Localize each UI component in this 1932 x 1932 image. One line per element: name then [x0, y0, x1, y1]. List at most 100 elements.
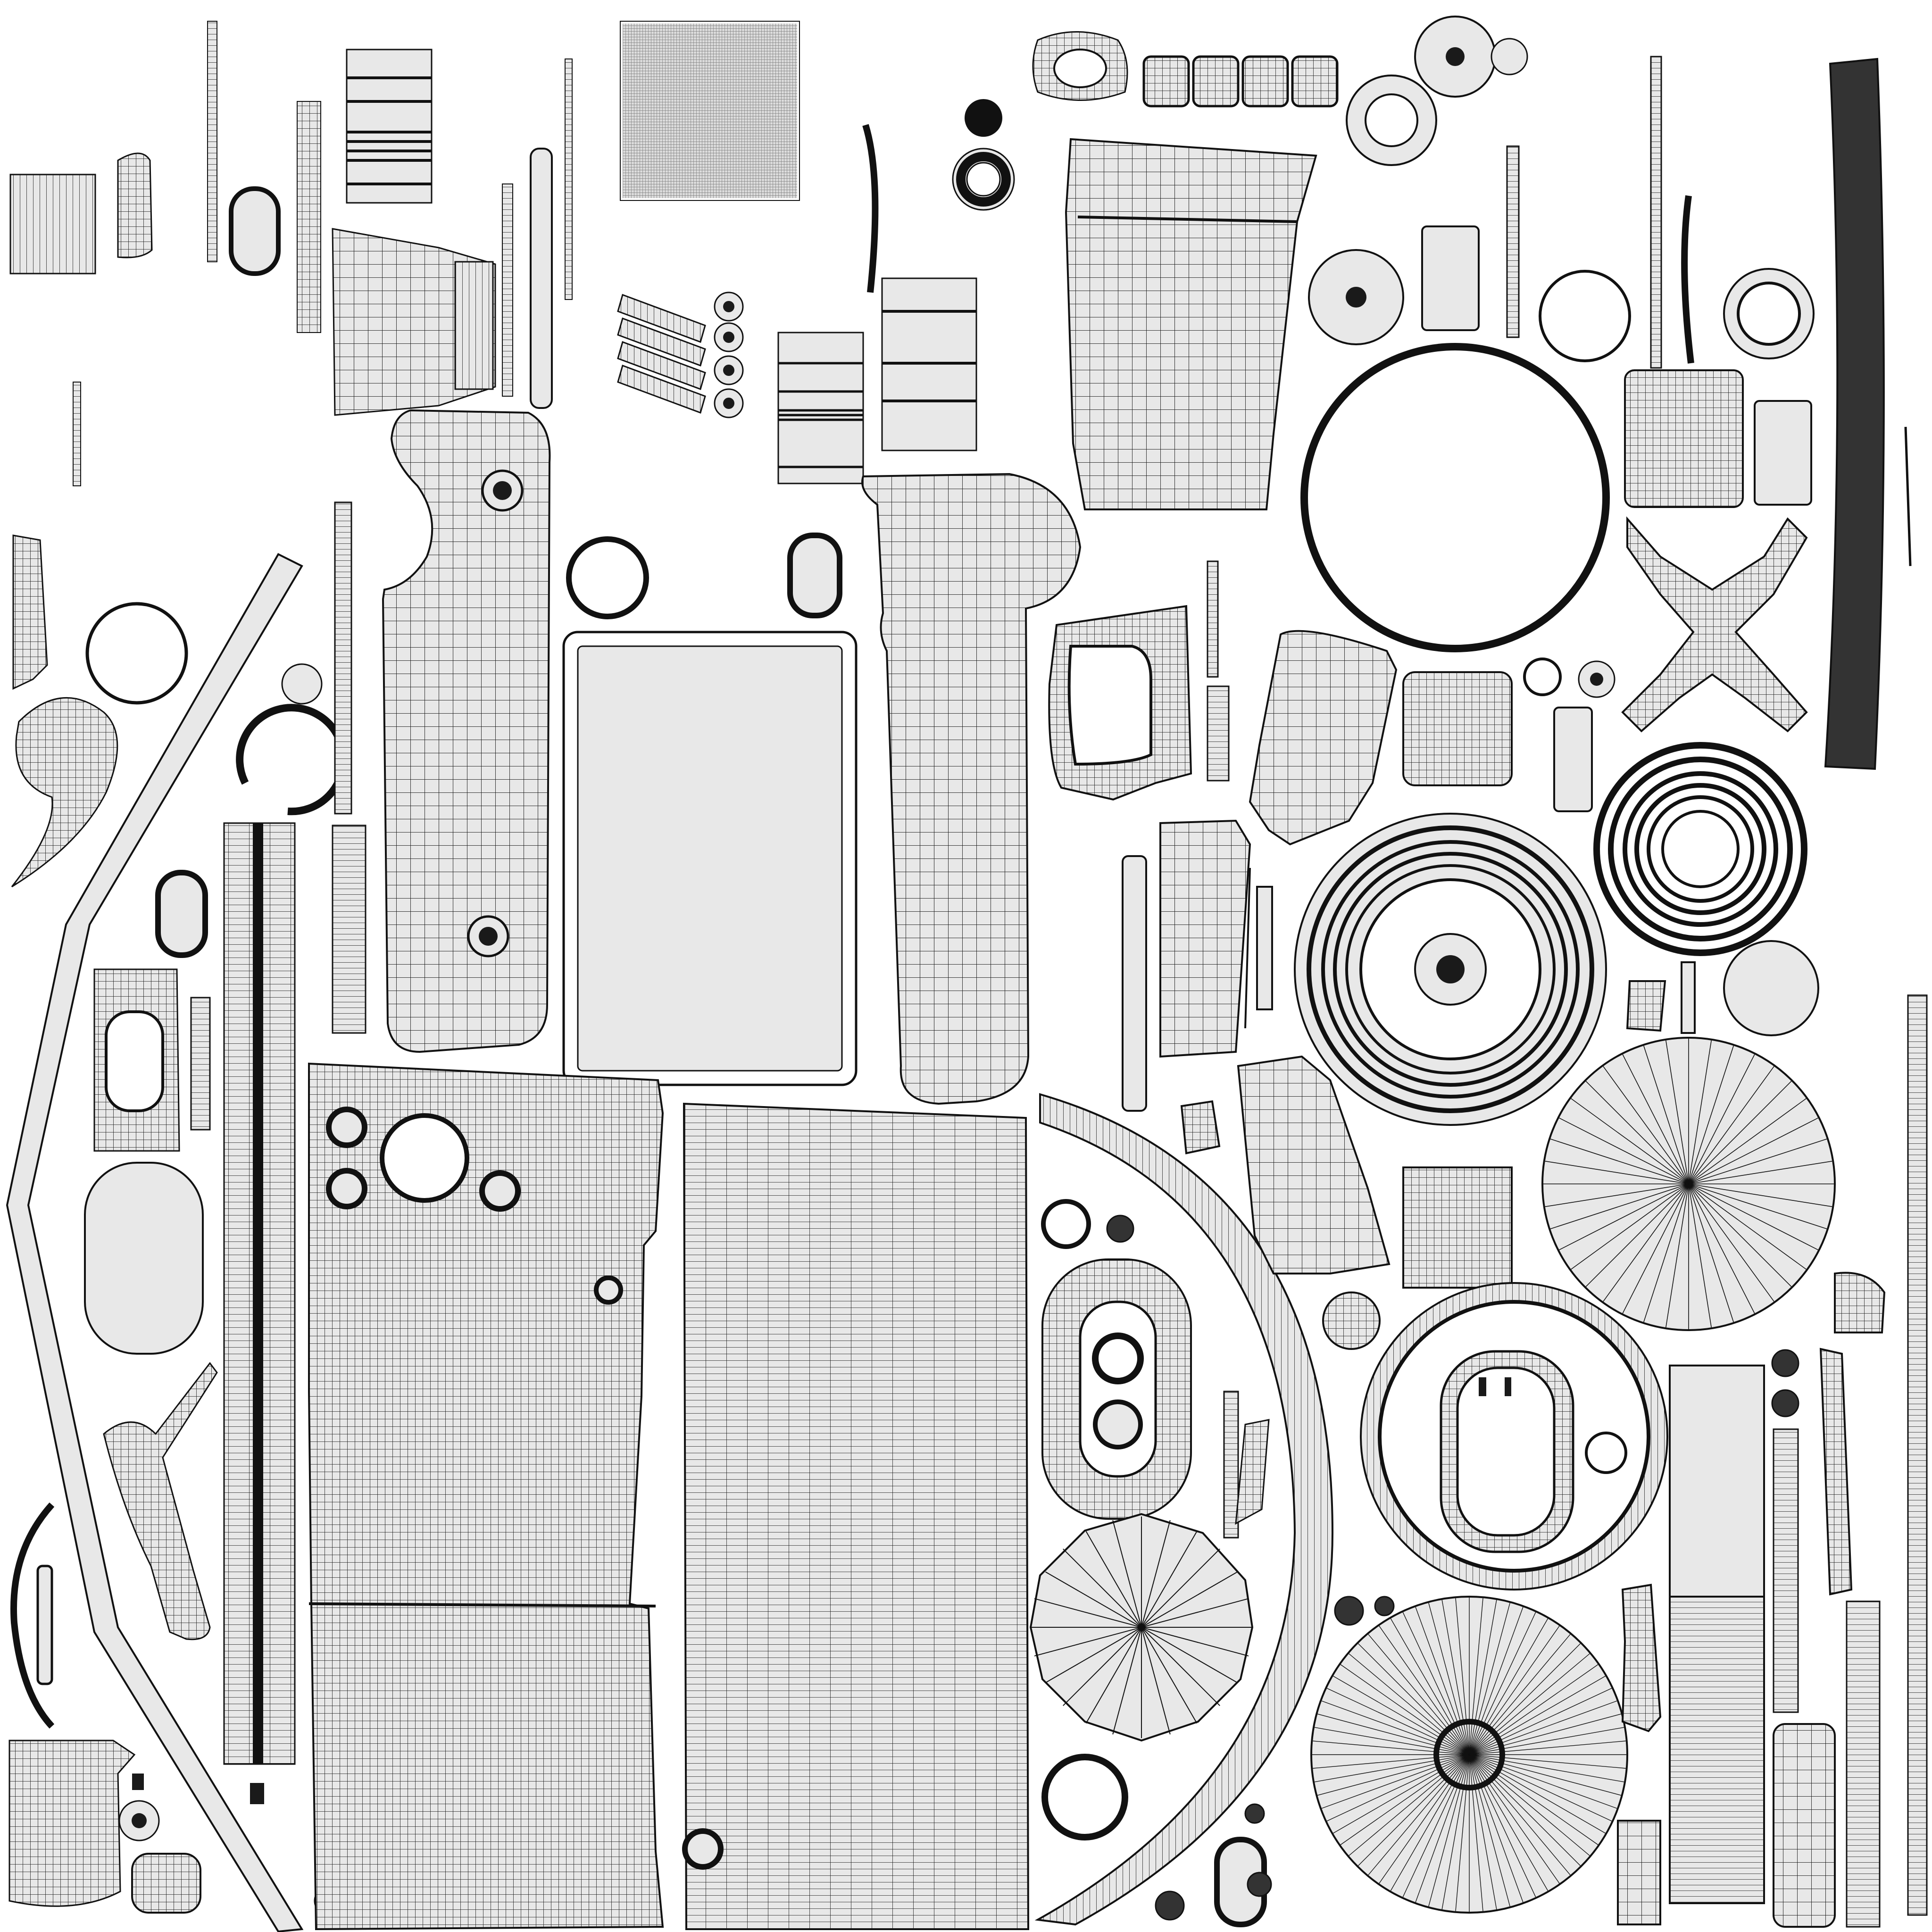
uv-island-button-grid: [620, 21, 800, 201]
uv-ring-small-m1: [1523, 658, 1562, 696]
uv-ring-bottom-center: [1041, 1754, 1128, 1840]
uv-island-viewfinder-frame: [1041, 1258, 1192, 1520]
uv-strip-grid-v1: [297, 101, 321, 333]
uv-disc-small-m2-core: [1590, 673, 1603, 686]
uv-island-button-frame: [93, 968, 180, 1152]
uv-strip-v15: [1256, 886, 1273, 1010]
uv-mark-small-1: [132, 1774, 144, 1790]
uv-disc-right-2: [1723, 940, 1819, 1036]
uv-ring-tr-3-hole: [1365, 93, 1418, 147]
uv-island-key-1: [1142, 55, 1190, 108]
uv-ring-center-small: [566, 536, 649, 619]
uv-disc-tr-2: [1491, 38, 1528, 75]
uv-island-lens-cap: [952, 99, 1015, 211]
uv-island-window-frame: [1048, 605, 1192, 801]
uv-island-teardrop: [11, 697, 118, 888]
uv-island-right-block-3: [1553, 707, 1593, 812]
uv-island-right-block-1: [1421, 225, 1480, 331]
uv-strip-far-right: [1907, 994, 1928, 1916]
uv-ring-oval-1: [229, 186, 281, 276]
uv-island-striped-panel-2: [777, 332, 864, 484]
uv-island-tall-panel-lr-fill: [1669, 1365, 1765, 1598]
uv-island-rounded-block-lr: [1773, 1723, 1836, 1928]
uv-ring-thin-right: [1539, 270, 1631, 362]
uv-strip-v9: [1223, 1391, 1239, 1539]
uv-mark-small-2: [250, 1783, 264, 1804]
uv-strip-v3: [530, 148, 553, 409]
uv-disc-lr-1: [1334, 1596, 1364, 1626]
uv-island-striped-panel-3: [881, 277, 977, 451]
uv-strip-v10: [1506, 145, 1520, 338]
uv-island-small-cap: [117, 152, 153, 258]
uv-island-screen-panel: [562, 631, 858, 1086]
uv-strip-long-dark: [1824, 58, 1885, 770]
uv-island-key-4: [1291, 55, 1339, 108]
uv-ring-c-shape: [236, 704, 348, 816]
uv-island-cylinder-grid: [332, 228, 496, 416]
uv-ring-small-cr-1: [1041, 1199, 1091, 1249]
uv-ring-lower-right: [1585, 1432, 1627, 1474]
uv-disc-mid-r: [1322, 1291, 1381, 1350]
uv-strip-curved-1: [862, 124, 879, 293]
uv-island-pyramid-1: [1626, 980, 1666, 1032]
uv-island-small-cup: [131, 1853, 201, 1914]
uv-disc-small-cr-2: [1106, 1215, 1134, 1243]
uv-strip-v11: [1650, 56, 1662, 369]
uv-disc-right-1: [1308, 249, 1404, 345]
uv-island-folded-block: [1249, 630, 1398, 846]
uv-disc-bottom-center-2: [1244, 1803, 1265, 1824]
uv-island-square-grid-b: [1402, 1166, 1513, 1289]
uv-island-angled-strips: [617, 294, 706, 414]
uv-strip-v14: [1122, 855, 1147, 1112]
uv-strip-v12: [1207, 560, 1219, 678]
uv-strip-v7: [332, 824, 366, 1034]
uv-disc-bottom-left-1-core: [132, 1813, 147, 1828]
uv-ring-oval-3: [155, 870, 208, 958]
uv-disc-lr-5: [1771, 1389, 1799, 1417]
uv-island-corner-lr: [1621, 1583, 1662, 1732]
uv-island-bottom-left-block: [8, 1740, 136, 1907]
uv-island-radial-disc-bottom: [1310, 1596, 1628, 1914]
uv-disc-tr-1: [1414, 16, 1496, 98]
uv-island-square-grid-r: [1624, 369, 1744, 508]
uv-ring-thin-left: [85, 602, 188, 705]
uv-disc-small-left: [281, 663, 323, 705]
uv-island-concentric-rings-big: [1294, 813, 1607, 1126]
uv-island-square-grid-m: [1402, 671, 1513, 786]
uv-island-grid-block-tl: [9, 174, 96, 275]
uv-island-right-block-2: [1754, 400, 1812, 506]
uv-strip-thin-far-right: [1904, 426, 1912, 566]
uv-island-sliver: [1235, 1419, 1270, 1525]
uv-strip-v8: [36, 1565, 53, 1685]
uv-island-grip-back: [1360, 1282, 1668, 1591]
uv-island-pyramid-2: [1180, 1100, 1221, 1155]
uv-island-small-discs-column: [714, 291, 744, 418]
uv-strip-v2: [502, 183, 513, 397]
uv-strip-tall-ladder-core: [253, 823, 263, 1764]
uv-strip-v13: [1207, 685, 1230, 782]
uv-ring-tr-4-hole: [1737, 282, 1801, 346]
uv-island-bend-piece: [1159, 819, 1251, 1058]
uv-strip-v17: [1773, 1428, 1799, 1713]
uv-disc-bottom-center-1: [1155, 1890, 1185, 1921]
uv-strip-thin-1: [207, 21, 217, 262]
uv-strip-v18: [1819, 1348, 1853, 1596]
uv-island-grip-left: [382, 409, 551, 1053]
uv-strip-v4: [565, 58, 573, 300]
uv-strip-v6: [190, 997, 211, 1131]
uv-disc-lr-2: [1374, 1596, 1395, 1616]
uv-strip-v16: [1681, 961, 1696, 1034]
uv-island-radial-disc-big-r: [1541, 1037, 1836, 1331]
uv-island-body-sleeve: [1065, 138, 1317, 510]
uv-island-key-2: [1192, 55, 1240, 108]
uv-strip-v5: [334, 501, 352, 815]
uv-island-fan-disc: [1029, 1513, 1254, 1742]
uv-island-striped-panel-1: [346, 49, 433, 204]
uv-island-long-diagonal-strip: [6, 553, 304, 1932]
uv-island-body-panel-right: [682, 1102, 1030, 1930]
uv-island-grip-right: [861, 473, 1082, 1105]
uv-island-body-panel-left: [308, 1062, 664, 1931]
uv-island-curved-rim: [10, 1502, 55, 1729]
uv-island-concentric-rings-r: [1593, 742, 1807, 956]
